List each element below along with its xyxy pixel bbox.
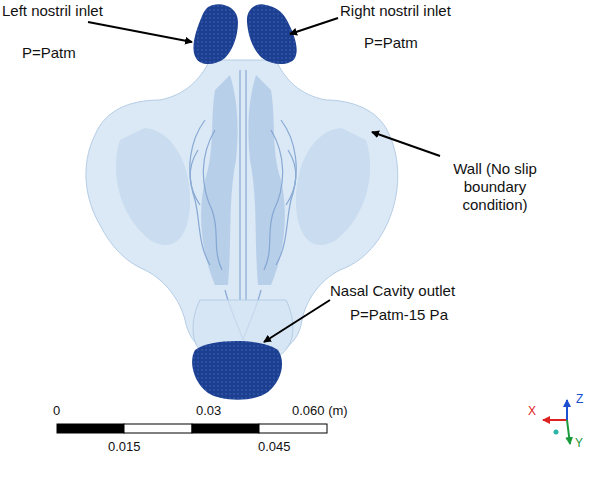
scale-tick: 0.045 [258, 439, 291, 455]
scale-tick: 0.03 [196, 403, 221, 419]
pressure-condition: P=Patm-15 Pa [350, 306, 448, 324]
axis-label: Z [576, 392, 583, 406]
axis-triad [543, 400, 570, 444]
inlet-label: Left nostril inlet [2, 2, 103, 20]
scale-bar [57, 424, 327, 433]
scale-tick: 0 [53, 403, 60, 419]
scale-tick: 0.015 [108, 439, 141, 455]
axis-label: X [528, 404, 536, 418]
scale-unit: 0.060 (m) [292, 403, 348, 419]
pressure-condition: P=Patm [22, 44, 76, 62]
axis-label: Y [575, 436, 583, 450]
wall-label: Wall (No slip boundary condition) [440, 160, 550, 214]
outlet-label: Nasal Cavity outlet [330, 282, 455, 300]
pressure-condition: P=Patm [364, 34, 418, 52]
inlet-label: Right nostril inlet [340, 2, 451, 20]
